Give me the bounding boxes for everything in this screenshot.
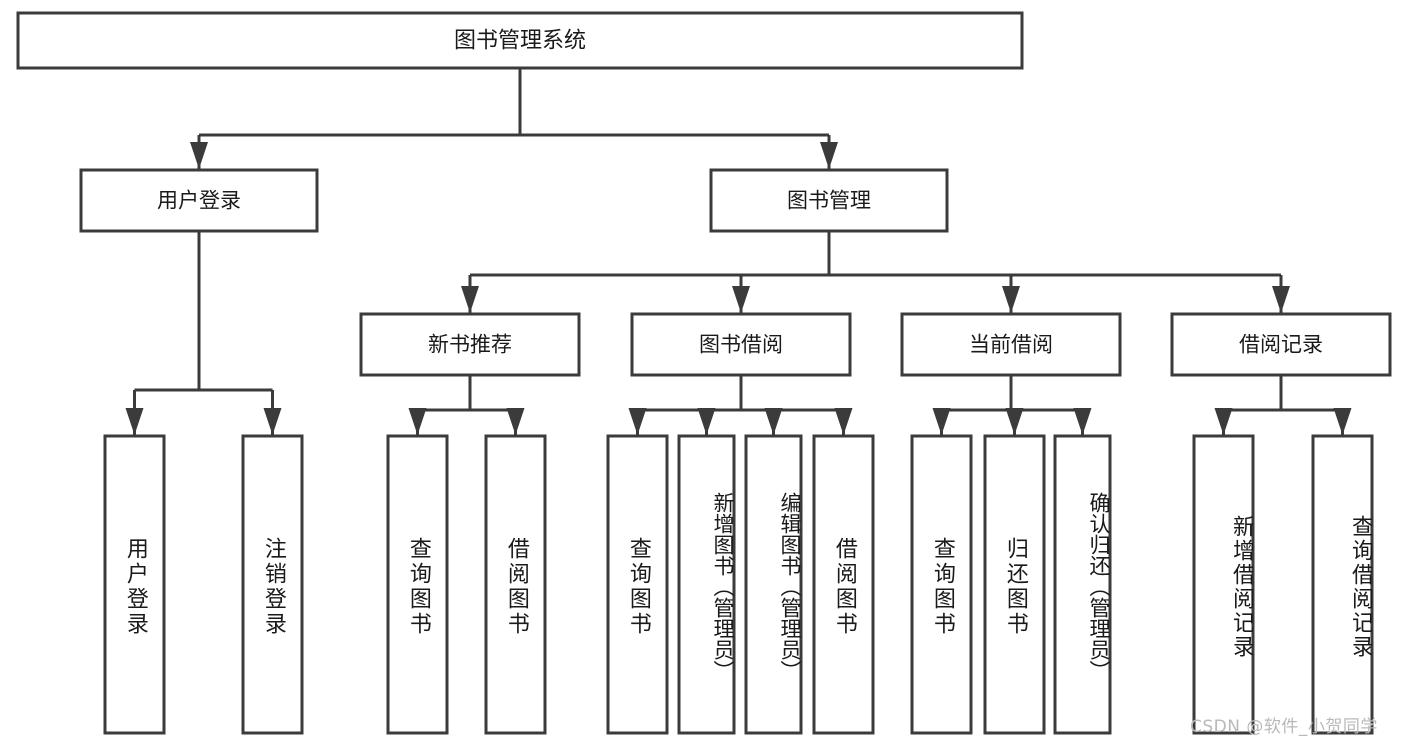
node-box-leaf-query-book-2[interactable] <box>606 434 669 735</box>
node-box-book-borrow[interactable] <box>630 312 852 377</box>
arrow-head-icon-leaf-add-book <box>697 408 716 435</box>
arrow-head-icon-leaf-user-login <box>125 408 144 435</box>
node-box-leaf-edit-book[interactable] <box>744 434 803 735</box>
arrow-head-icon-leaf-query-record <box>1333 408 1352 435</box>
arrow-head-icon-leaf-borrow-book-1 <box>506 408 525 435</box>
arrow-head-icon-book-borrow <box>732 286 750 313</box>
node-box-leaf-return-book[interactable] <box>983 434 1046 735</box>
connector-lines <box>125 68 1352 435</box>
node-label-borrow-record: 借阅记录 <box>1239 333 1323 357</box>
arrow-head-icon-leaf-return-book <box>1005 408 1024 435</box>
node-box-book-management[interactable] <box>709 168 949 233</box>
node-box-leaf-borrow-book-2[interactable] <box>812 434 875 735</box>
arrow-head-icon-leaf-query-book-3 <box>932 408 951 435</box>
node-label-book-borrow: 图书借阅 <box>699 333 783 357</box>
arrow-head-icon-leaf-add-record <box>1214 408 1233 435</box>
node-box-leaf-borrow-book-1[interactable] <box>484 434 547 735</box>
node-box-leaf-confirm-return[interactable] <box>1053 434 1112 735</box>
node-box-leaf-add-book[interactable] <box>677 434 736 735</box>
node-box-leaf-query-book-3[interactable] <box>910 434 973 735</box>
arrow-head-icon-user-login <box>190 142 208 169</box>
node-box-leaf-query-record[interactable] <box>1311 434 1374 735</box>
node-box-borrow-record[interactable] <box>1170 312 1392 377</box>
node-box-leaf-user-login[interactable] <box>103 434 166 735</box>
arrow-head-icon-leaf-query-book-1 <box>408 408 427 435</box>
node-label-current-borrow: 当前借阅 <box>969 333 1053 357</box>
node-label-book-management: 图书管理 <box>787 189 871 213</box>
arrow-head-icon-book-management <box>820 142 838 169</box>
arrow-head-icon-borrow-record <box>1272 286 1290 313</box>
node-box-leaf-query-book-1[interactable] <box>386 434 449 735</box>
node-boxes <box>16 11 1392 735</box>
arrow-head-icon-leaf-borrow-book-2 <box>834 408 853 435</box>
arrow-head-icon-current-borrow <box>1002 286 1020 313</box>
node-label-root: 图书管理系统 <box>454 29 586 54</box>
arrow-head-icon-leaf-user-logout <box>263 408 282 435</box>
node-box-user-login[interactable] <box>79 168 319 233</box>
node-box-current-borrow[interactable] <box>900 312 1122 377</box>
arrow-head-icon-leaf-edit-book <box>764 408 783 435</box>
csdn-watermark: CSDN @软件_小贺同学 <box>1190 717 1378 737</box>
node-box-leaf-user-logout[interactable] <box>241 434 304 735</box>
arrow-head-icon-leaf-confirm-return <box>1073 408 1092 435</box>
node-box-leaf-add-record[interactable] <box>1192 434 1255 735</box>
node-label-new-book-recommend: 新书推荐 <box>428 333 512 357</box>
node-box-new-book-recommend[interactable] <box>359 312 581 377</box>
node-label-user-login: 用户登录 <box>157 189 241 213</box>
arrow-head-icon-new-book-recommend <box>461 286 479 313</box>
node-box-root[interactable] <box>16 11 1024 70</box>
arrow-head-icon-leaf-query-book-2 <box>628 408 647 435</box>
